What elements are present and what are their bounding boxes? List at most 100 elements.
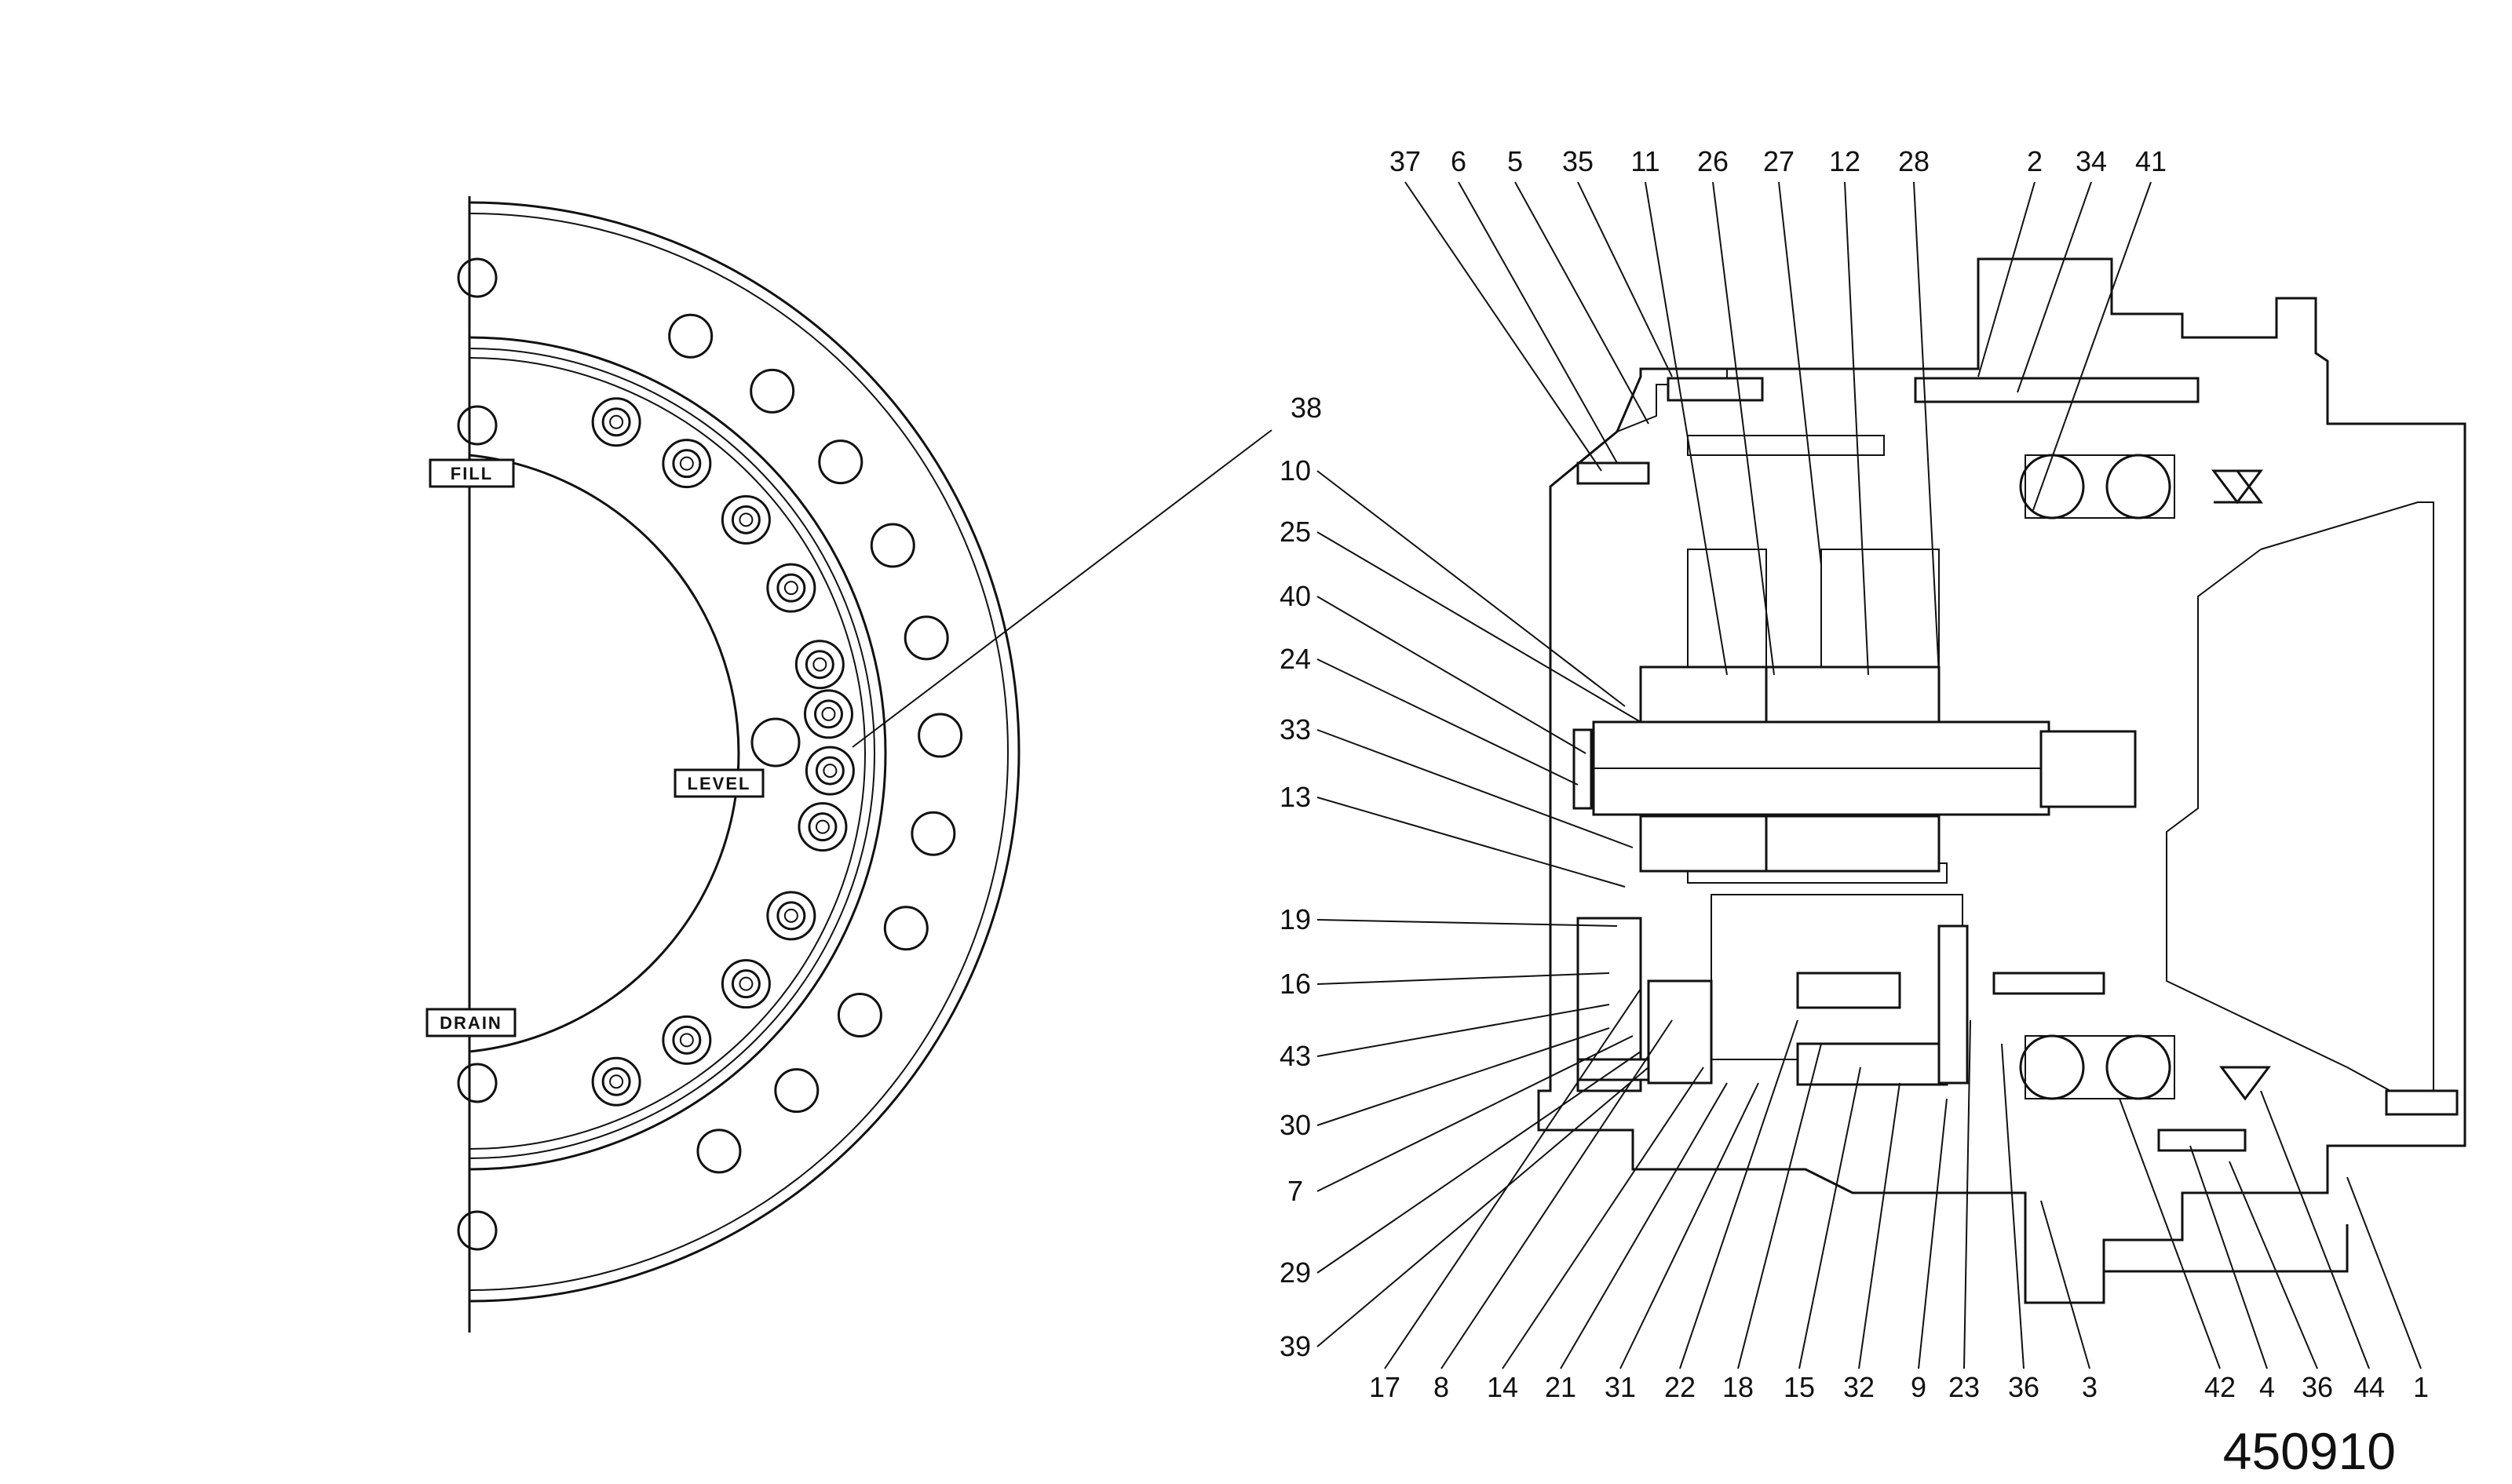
mounting-hole xyxy=(883,906,929,951)
seal-bottom xyxy=(2219,1066,2271,1101)
section-view xyxy=(1537,257,2466,1304)
svg-text:9: 9 xyxy=(1911,1371,1926,1403)
edge-hole-bottom xyxy=(457,1210,498,1251)
callout-30: 30 xyxy=(1280,1027,1610,1141)
callout-29: 29 xyxy=(1280,1051,1641,1289)
callout-33: 33 xyxy=(1280,713,1634,848)
output-bolt xyxy=(2385,1089,2459,1116)
main-bearing-top-b xyxy=(2105,454,2171,520)
svg-text:36: 36 xyxy=(2302,1371,2333,1403)
callout-41: 41 xyxy=(2032,145,2167,511)
svg-text:33: 33 xyxy=(1280,713,1311,746)
svg-text:35: 35 xyxy=(1562,145,1594,177)
svg-text:42: 42 xyxy=(2204,1371,2236,1403)
carrier-bolt xyxy=(1992,972,2105,995)
cover-plate-edge xyxy=(469,454,740,1053)
callout-40: 40 xyxy=(1280,580,1586,754)
svg-text:3: 3 xyxy=(2082,1371,2098,1403)
flange-bolt-top xyxy=(1914,377,2200,403)
svg-text:30: 30 xyxy=(1280,1109,1311,1141)
callout-44: 44 xyxy=(2260,1090,2385,1403)
level-port-label-box xyxy=(674,768,765,798)
callout-19: 19 xyxy=(1280,903,1618,935)
callout-34: 34 xyxy=(2017,145,2107,393)
callout-9: 9 xyxy=(1911,1098,1948,1403)
housing-outline xyxy=(1537,257,2466,1304)
bolt-circle-ring-mid xyxy=(469,348,875,1159)
svg-text:1: 1 xyxy=(2413,1371,2429,1403)
bearing-race-top xyxy=(2025,454,2175,519)
svg-text:5: 5 xyxy=(1507,145,1523,177)
mounting-hole xyxy=(904,615,949,661)
drain-port-label: DRAIN xyxy=(440,1013,502,1033)
svg-text:29: 29 xyxy=(1280,1256,1311,1289)
planet-gear-second-stage-bottom xyxy=(1765,815,1941,873)
callout-43: 43 xyxy=(1280,1004,1610,1072)
callout-37: 37 xyxy=(1389,145,1602,472)
cover-bolt-head xyxy=(766,891,816,941)
svg-text:41: 41 xyxy=(2135,145,2167,177)
svg-text:15: 15 xyxy=(1784,1371,1815,1403)
callout-16: 16 xyxy=(1280,968,1610,1000)
svg-text:18: 18 xyxy=(1722,1371,1754,1403)
housing-shoulder-top xyxy=(2166,501,2434,1116)
callout-8: 8 xyxy=(1433,1019,1673,1403)
svg-text:17: 17 xyxy=(1369,1371,1400,1403)
bolt-circle-ring-outer xyxy=(469,336,887,1171)
svg-text:10: 10 xyxy=(1280,454,1311,487)
callout-21: 21 xyxy=(1545,1082,1728,1403)
svg-text:12: 12 xyxy=(1829,145,1860,177)
outer-mounting-holes xyxy=(668,313,963,1174)
callout-18: 18 xyxy=(1722,1043,1822,1403)
cover-bolt-head xyxy=(721,959,771,1009)
fill-port-plug xyxy=(457,405,498,446)
end-view: FILL LEVEL DRAIN xyxy=(425,196,1272,1333)
housing-flange-bottom xyxy=(2102,1224,2349,1273)
seal-retainer-bolt xyxy=(2157,1128,2247,1152)
svg-text:39: 39 xyxy=(1280,1330,1311,1362)
callout-22: 22 xyxy=(1664,1019,1798,1403)
cover-bolt-head xyxy=(721,494,771,545)
leader-38 xyxy=(852,429,1272,748)
svg-text:25: 25 xyxy=(1280,516,1311,548)
svg-text:19: 19 xyxy=(1280,903,1311,935)
svg-text:40: 40 xyxy=(1280,580,1311,612)
mounting-hole xyxy=(818,439,864,485)
bolt-circle-ring-mid2 xyxy=(469,357,866,1150)
svg-text:14: 14 xyxy=(1487,1371,1518,1403)
callout-3: 3 xyxy=(2040,1200,2098,1403)
planet-gear-second-stage-top xyxy=(1765,665,1941,724)
callout-23: 23 xyxy=(1948,1019,1980,1403)
callout-7: 7 xyxy=(1287,1035,1634,1207)
svg-text:8: 8 xyxy=(1433,1371,1449,1403)
planet-gear-lower xyxy=(1796,1042,1948,1086)
callout-31: 31 xyxy=(1605,1082,1759,1403)
callout-42: 42 xyxy=(2119,1098,2236,1403)
svg-text:38: 38 xyxy=(1291,392,1322,424)
planet-gear-first-stage-top xyxy=(1639,665,1768,724)
callout-15: 15 xyxy=(1784,1067,1861,1403)
svg-text:16: 16 xyxy=(1280,968,1311,1000)
planet-gear-carrier-top xyxy=(1687,549,1767,668)
svg-text:26: 26 xyxy=(1697,145,1729,177)
svg-text:36: 36 xyxy=(2008,1371,2039,1403)
svg-text:37: 37 xyxy=(1389,145,1421,177)
callout-36: 36 xyxy=(2229,1161,2333,1403)
callout-25: 25 xyxy=(1280,516,1641,723)
level-port-plug xyxy=(750,717,801,768)
seal-top xyxy=(2211,469,2263,505)
mounting-hole xyxy=(696,1128,742,1174)
svg-text:23: 23 xyxy=(1948,1371,1980,1403)
mounting-hole xyxy=(911,811,956,856)
svg-text:7: 7 xyxy=(1287,1175,1303,1207)
svg-text:13: 13 xyxy=(1280,781,1311,813)
svg-text:11: 11 xyxy=(1630,145,1659,177)
cover-bolts xyxy=(591,397,855,1107)
svg-text:31: 31 xyxy=(1605,1371,1636,1403)
main-bearing-bottom-b xyxy=(2105,1034,2171,1100)
svg-text:43: 43 xyxy=(1280,1040,1311,1072)
svg-text:24: 24 xyxy=(1280,643,1311,675)
